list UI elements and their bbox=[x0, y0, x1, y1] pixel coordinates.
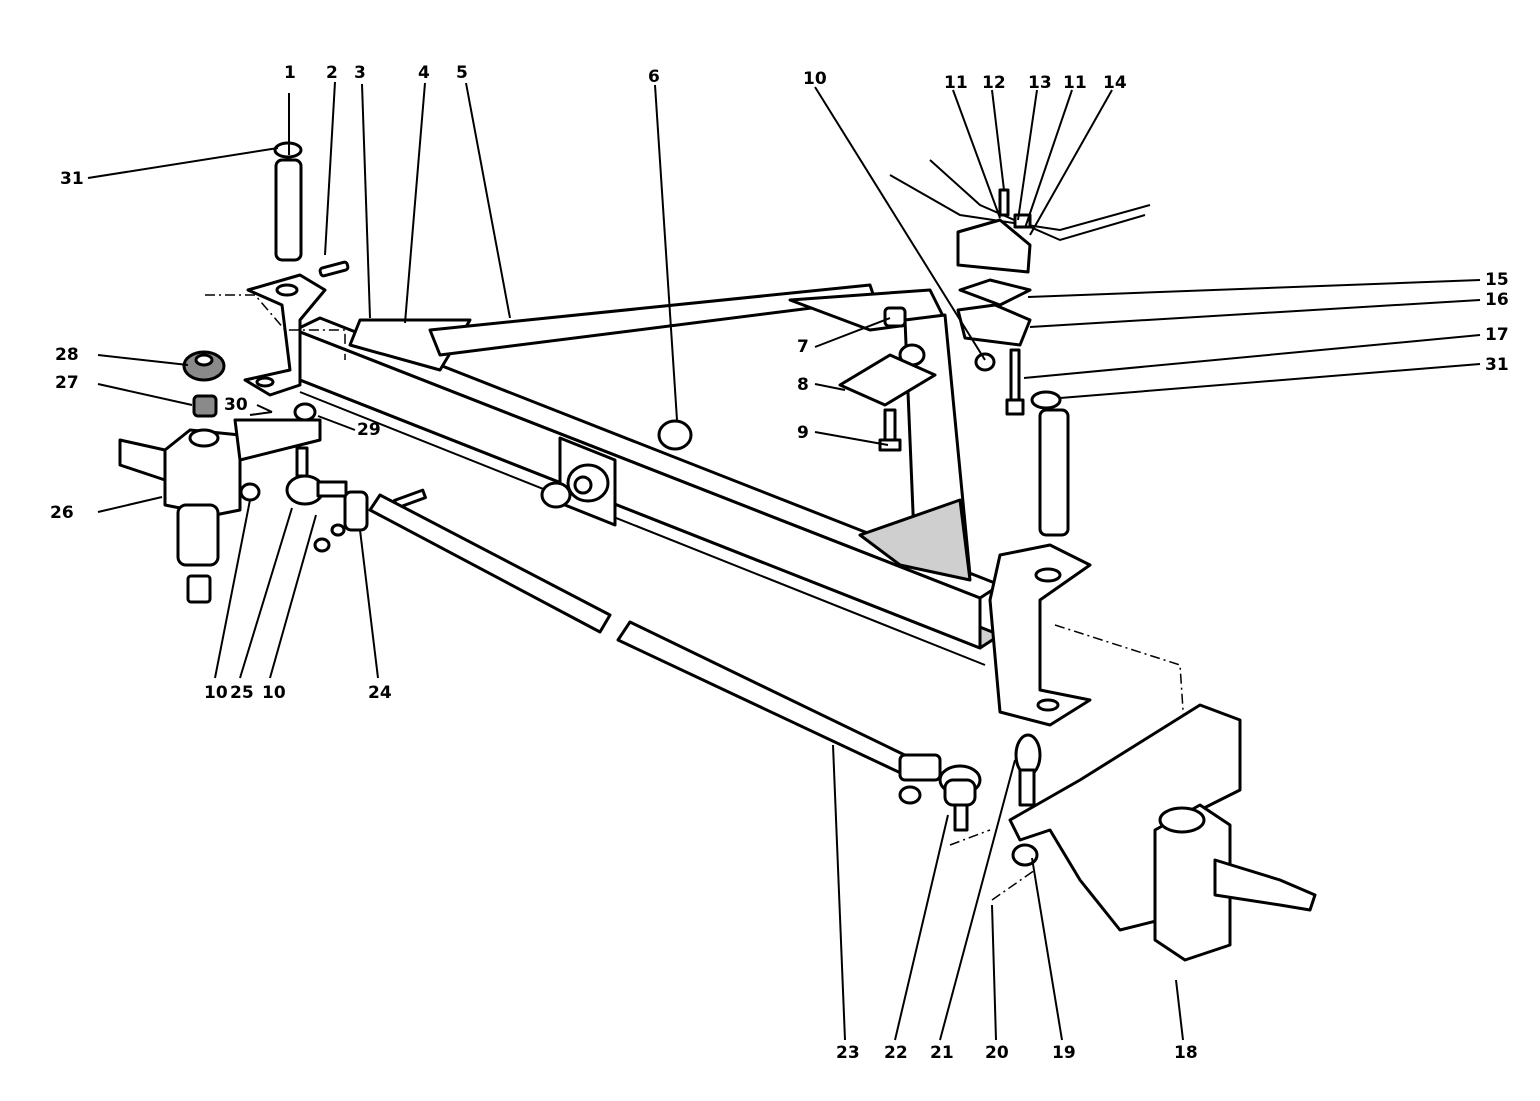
callout-17: 17 bbox=[1485, 325, 1509, 345]
callout-27: 27 bbox=[55, 373, 79, 393]
parts-drawing bbox=[118, 141, 1317, 962]
thrust-bearing bbox=[182, 350, 226, 418]
callout-2: 2 bbox=[326, 63, 338, 83]
left-spindle bbox=[118, 402, 322, 604]
radius-rod bbox=[348, 283, 972, 582]
callout-25: 25 bbox=[230, 683, 254, 703]
left-tie-rod-end bbox=[239, 411, 427, 553]
leader-lines bbox=[87, 81, 1481, 1041]
callout-24: 24 bbox=[368, 683, 392, 703]
callout-13: 13 bbox=[1028, 73, 1052, 93]
callout-11-right: 11 bbox=[1063, 73, 1087, 93]
callout-10-mid: 10 bbox=[262, 683, 286, 703]
callout-21: 21 bbox=[930, 1043, 954, 1063]
mounting-plate bbox=[838, 306, 937, 452]
axle-beam bbox=[293, 316, 1002, 666]
right-king-pin bbox=[1030, 390, 1070, 537]
callout-31-left: 31 bbox=[60, 169, 84, 189]
callout-11-left: 11 bbox=[944, 73, 968, 93]
left-king-pin bbox=[273, 141, 350, 278]
callout-12: 12 bbox=[982, 73, 1006, 93]
callout-29: 29 bbox=[357, 420, 381, 440]
right-tie-rod-end bbox=[898, 753, 982, 832]
callout-23: 23 bbox=[836, 1043, 860, 1063]
callout-7: 7 bbox=[797, 337, 809, 357]
callout-labels: 1 2 3 4 5 6 10 11 12 13 11 14 15 16 17 3… bbox=[50, 63, 1509, 1063]
callout-14: 14 bbox=[1103, 73, 1127, 93]
callout-10-top: 10 bbox=[803, 69, 827, 89]
callout-19: 19 bbox=[1052, 1043, 1076, 1063]
callout-9: 9 bbox=[797, 423, 809, 443]
callout-10-left: 10 bbox=[204, 683, 228, 703]
callout-28: 28 bbox=[55, 345, 79, 365]
tie-rod bbox=[368, 493, 917, 777]
right-axle-bracket bbox=[988, 543, 1186, 741]
callout-4: 4 bbox=[418, 63, 430, 83]
callout-20: 20 bbox=[985, 1043, 1009, 1063]
callout-30: 30 bbox=[224, 395, 248, 415]
callout-3: 3 bbox=[354, 63, 366, 83]
callout-22: 22 bbox=[884, 1043, 908, 1063]
callout-16: 16 bbox=[1485, 290, 1509, 310]
callout-18: 18 bbox=[1174, 1043, 1198, 1063]
right-spindle bbox=[1008, 703, 1317, 962]
callout-8: 8 bbox=[797, 375, 809, 395]
callout-6: 6 bbox=[648, 67, 660, 87]
callout-26: 26 bbox=[50, 503, 74, 523]
left-axle-bracket bbox=[205, 273, 346, 397]
callout-31-right: 31 bbox=[1485, 355, 1509, 375]
callout-5: 5 bbox=[456, 63, 468, 83]
callout-15: 15 bbox=[1485, 270, 1509, 290]
clamp-assembly bbox=[889, 159, 1151, 416]
callout-1: 1 bbox=[284, 63, 296, 83]
